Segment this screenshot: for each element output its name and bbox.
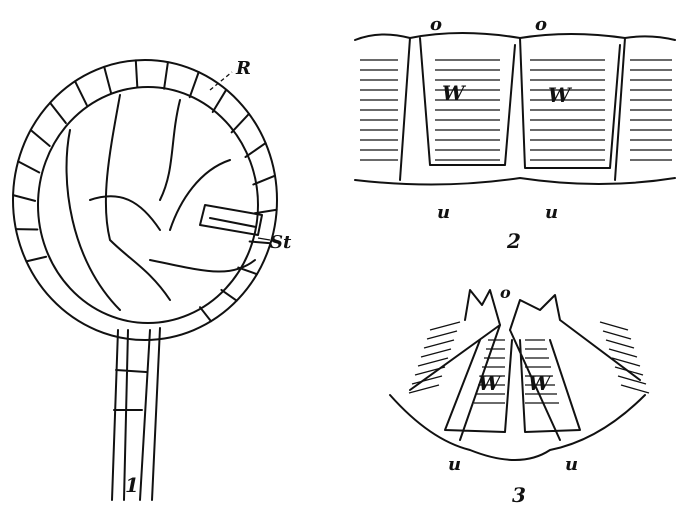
- drawing-stroke: [617, 375, 647, 385]
- drawing-stroke: [411, 375, 443, 385]
- drawing-stroke: [199, 306, 212, 323]
- label-u-1: u: [437, 202, 450, 223]
- drawing-stroke: [211, 88, 228, 114]
- label-o: o: [500, 283, 511, 302]
- drawing-stroke: [25, 255, 48, 263]
- figure-3-number: 3: [512, 483, 526, 507]
- stomium-cells: [199, 204, 263, 236]
- figure-2-number: 2: [506, 229, 521, 253]
- drawing-stroke: [103, 65, 113, 94]
- drawing-stroke: [614, 366, 644, 376]
- label-o-2: o: [535, 14, 547, 35]
- label-W-2: W: [528, 371, 553, 395]
- label-W-2: W: [548, 83, 573, 107]
- drawing-stroke: [420, 348, 452, 358]
- drawing-stroke: [417, 357, 449, 367]
- drawing-stroke: [134, 59, 139, 89]
- drawing-stroke: [253, 208, 278, 215]
- label-W-1: W: [478, 371, 503, 395]
- drawing-stroke: [163, 61, 169, 90]
- drawing-stroke: [252, 174, 276, 186]
- outer-wall-top: [354, 32, 676, 41]
- drawing-stroke: [29, 129, 51, 147]
- drawing-stroke: [17, 160, 41, 174]
- drawing-stroke: [244, 142, 267, 159]
- label-W-1: W: [442, 81, 467, 105]
- label-u-1: u: [448, 454, 461, 475]
- drawing-stroke: [620, 384, 650, 394]
- annulus-pointer: [209, 71, 233, 91]
- label-R: R: [235, 58, 251, 79]
- label-u-2: u: [565, 454, 578, 475]
- drawing-stroke: [414, 366, 446, 376]
- drawing-stroke: [74, 80, 88, 106]
- drawing-stroke: [611, 357, 641, 367]
- drawing-stroke: [408, 384, 440, 394]
- striation-lines: [408, 321, 650, 404]
- cell-walls: [399, 37, 626, 181]
- drawing-stroke: [608, 348, 638, 358]
- folded-wall: [409, 289, 641, 391]
- drawing-stroke: [429, 321, 461, 331]
- drawing-stroke: [220, 288, 238, 302]
- drawing-stroke: [12, 194, 37, 202]
- figure-1-sporangium: R St 1: [12, 58, 292, 501]
- label-St: St: [270, 232, 292, 253]
- outer-wall-bottom: [354, 177, 676, 186]
- label-o-1: o: [430, 14, 442, 35]
- figure-1-number: 1: [125, 473, 139, 497]
- drawing-stroke: [605, 339, 635, 349]
- annulus-inner: [37, 86, 259, 324]
- drawing-stroke: [49, 101, 67, 125]
- drawing-stroke: [230, 112, 251, 134]
- figure-3-annulus-bent: o W W u u 3: [389, 283, 650, 507]
- annulus-cells: [12, 59, 278, 323]
- label-u-2: u: [545, 202, 558, 223]
- drawing-stroke: [248, 240, 272, 245]
- stomium-pointer: [257, 237, 271, 241]
- stalk: [111, 327, 161, 501]
- drawing-stroke: [602, 330, 632, 340]
- drawing-stroke: [188, 71, 200, 99]
- inner-cell-walls: [65, 94, 256, 311]
- striation-lines: [360, 59, 672, 161]
- figure-2-annulus-section: o o W W u u 2: [354, 14, 676, 253]
- drawing-stroke: [599, 321, 629, 331]
- drawing-stroke: [423, 339, 455, 349]
- drawing-stroke: [426, 330, 458, 340]
- outer-wall-bottom: [389, 394, 646, 461]
- cell-walls: [444, 324, 581, 441]
- annulus-outer: [12, 59, 278, 341]
